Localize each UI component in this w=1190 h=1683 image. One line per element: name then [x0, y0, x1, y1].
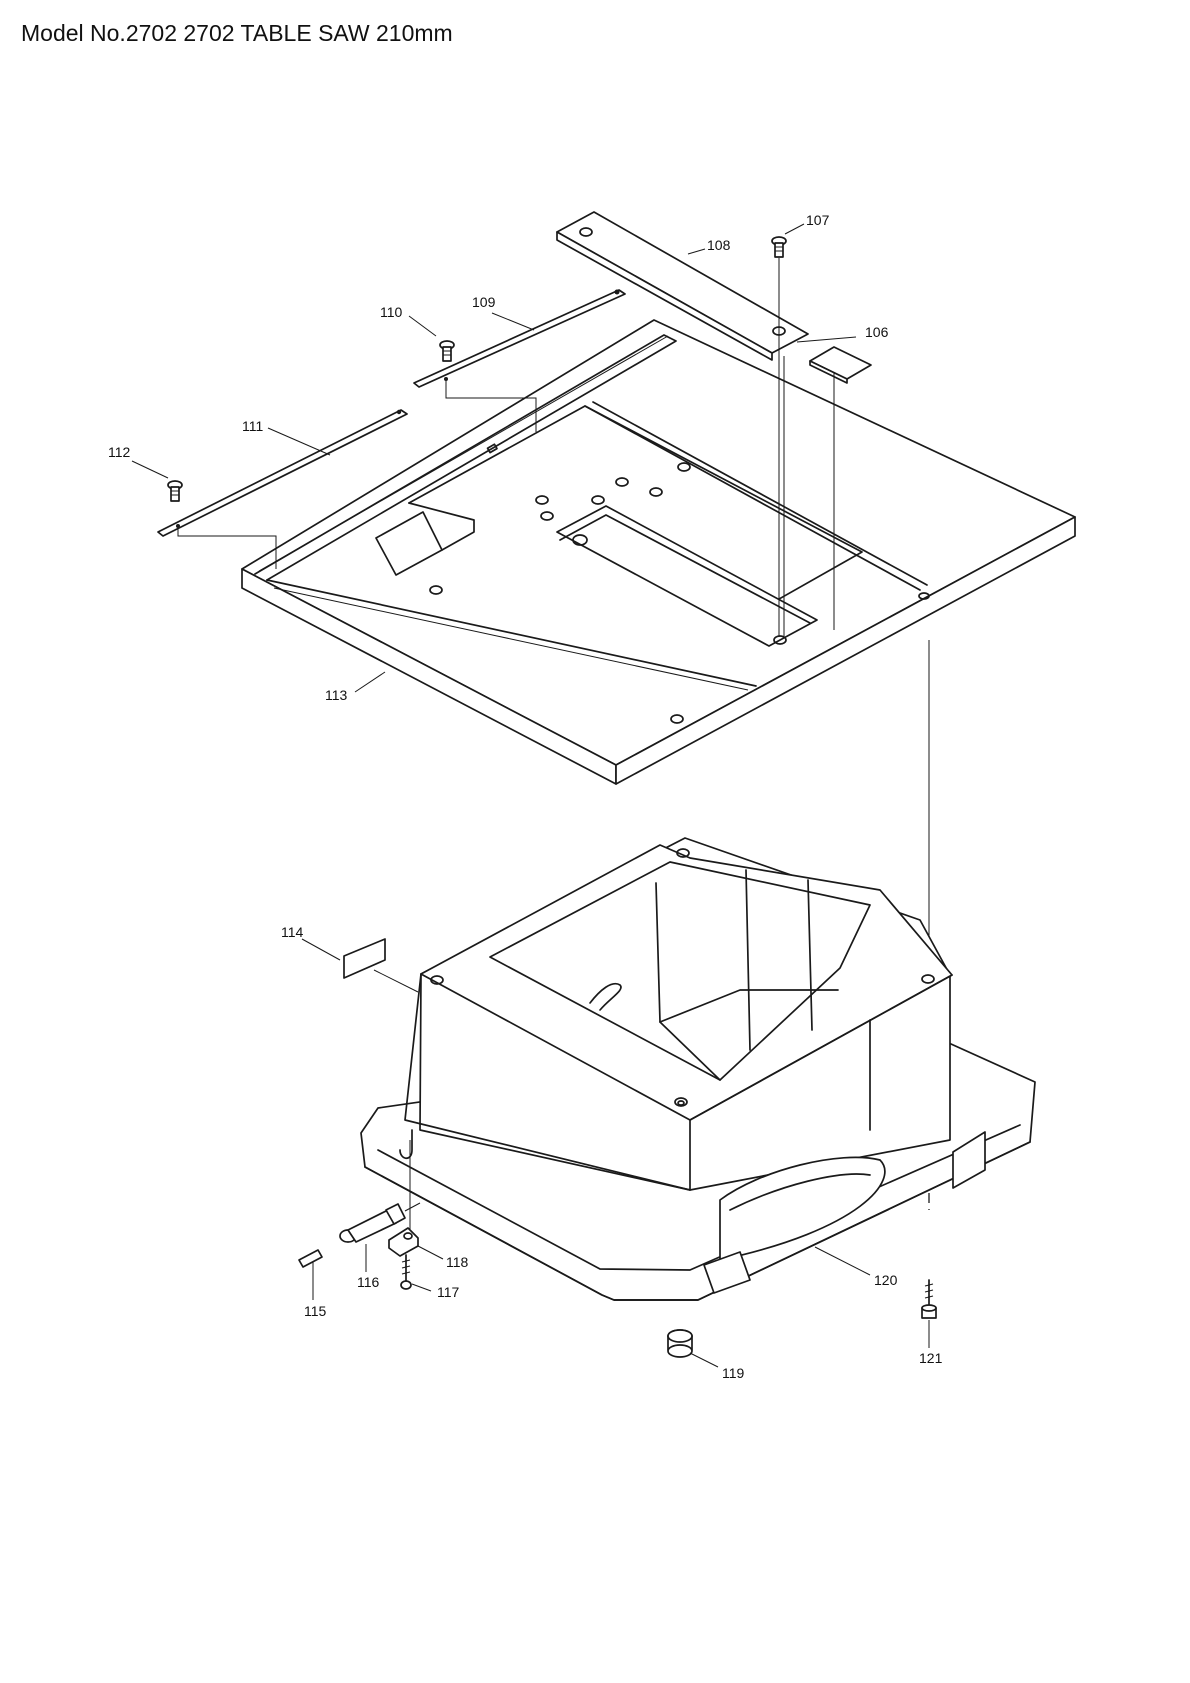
shaft-116: [339, 1202, 421, 1243]
part-label: 117: [437, 1284, 460, 1300]
part-label: 119: [722, 1365, 745, 1381]
part-label: 111: [242, 418, 263, 434]
base: [360, 837, 1036, 1301]
part-label: 109: [472, 294, 496, 310]
part-label: 106: [865, 324, 889, 340]
part-label: 110: [380, 304, 403, 320]
foot-119: [667, 1329, 693, 1358]
clamp-118: [388, 1227, 419, 1257]
part-label: 116: [357, 1274, 380, 1290]
part-label: 108: [707, 237, 731, 253]
part-label: 107: [806, 212, 830, 228]
part-label: 118: [446, 1254, 469, 1270]
part-label: 114: [281, 924, 304, 940]
table-top: [241, 319, 1076, 785]
part-label: 113: [325, 687, 348, 703]
part-label: 120: [874, 1272, 898, 1288]
part-labels: 106 107 108 109 110 111 112 113 114 115 …: [108, 212, 943, 1381]
label-plate-114: [343, 938, 386, 979]
rail-109: [413, 289, 626, 388]
page-title: Model No.2702 2702 TABLE SAW 210mm: [21, 20, 453, 46]
screw-112: [167, 480, 183, 502]
plate-108: [556, 211, 809, 361]
screw-107: [771, 236, 787, 258]
screw-117: [400, 1254, 412, 1290]
pin-115: [298, 1249, 323, 1268]
leader-lines: [131, 223, 930, 1368]
screw-110: [439, 340, 455, 362]
bolt-121: [921, 1279, 937, 1319]
insert-106: [809, 346, 872, 384]
part-label: 115: [304, 1303, 327, 1319]
part-label: 121: [919, 1350, 943, 1366]
part-label: 112: [108, 444, 131, 460]
